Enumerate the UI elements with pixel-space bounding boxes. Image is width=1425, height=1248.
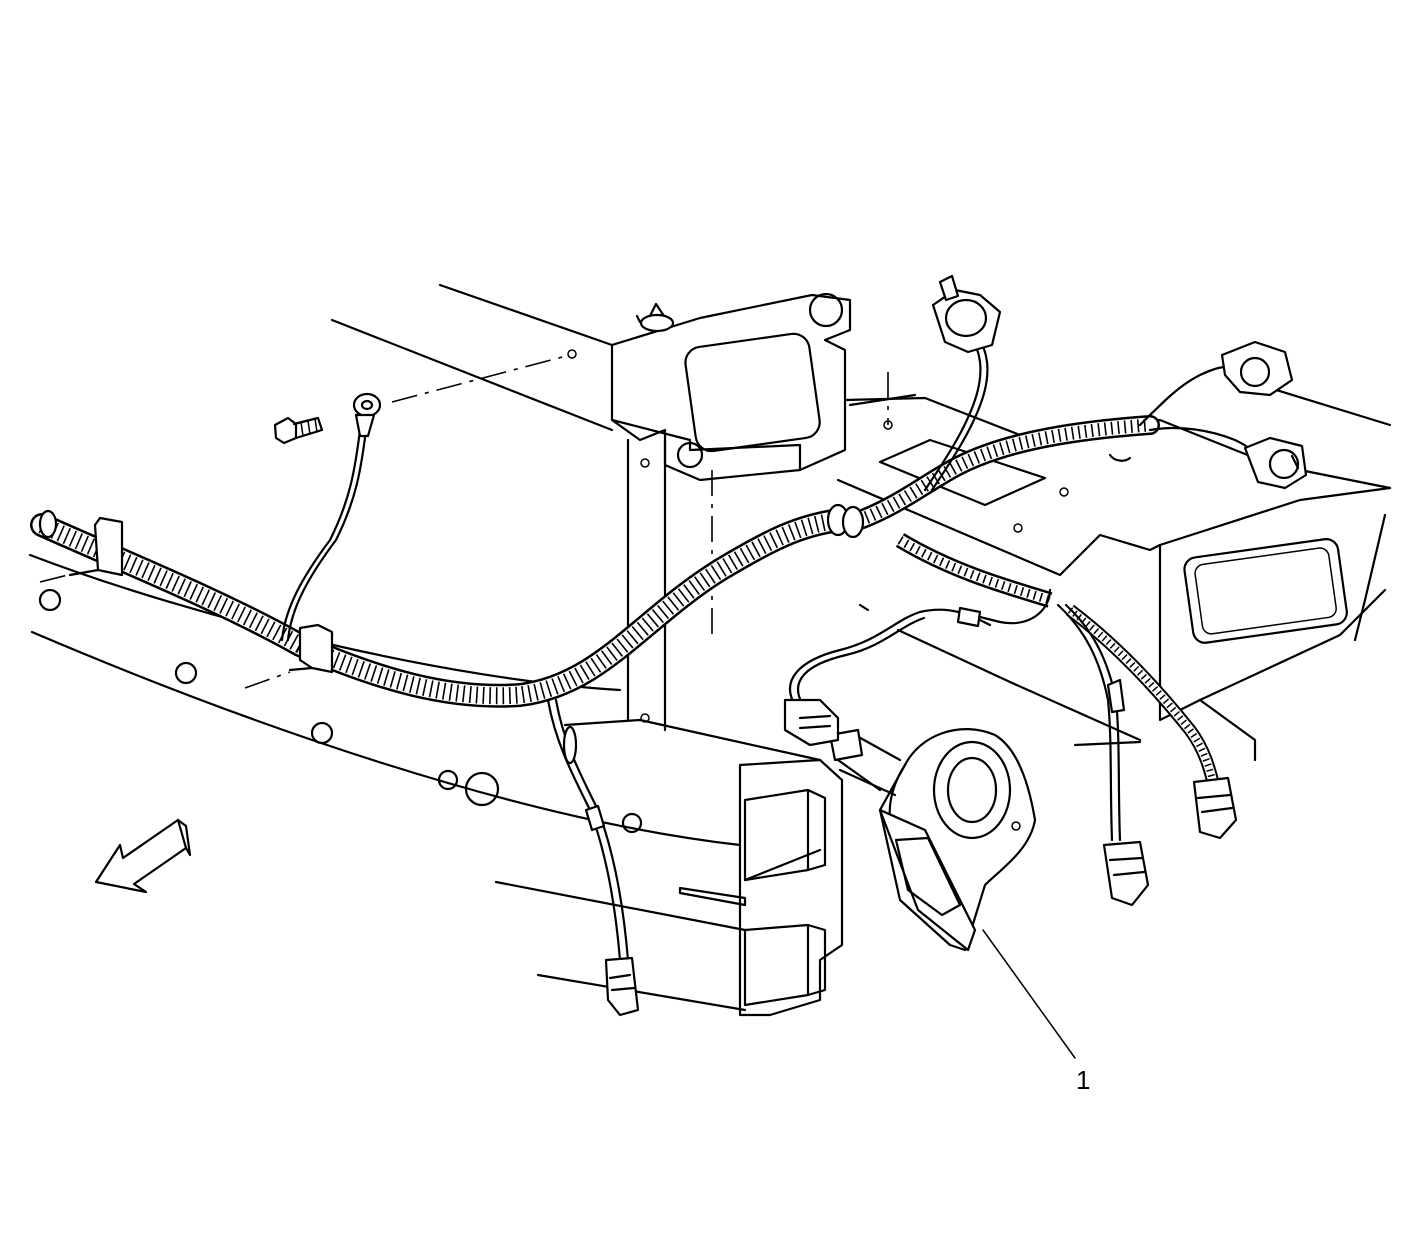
radiator-support bbox=[610, 292, 852, 732]
body-panel-lines bbox=[330, 283, 1392, 490]
ground-wire bbox=[280, 349, 577, 642]
horn bbox=[828, 728, 1037, 952]
ground-bolt-icon bbox=[273, 416, 324, 445]
wiring-harness bbox=[30, 415, 1222, 792]
lower-pigtail bbox=[546, 698, 640, 1017]
harness-clips bbox=[39, 516, 334, 689]
wing-nut-icon bbox=[635, 302, 675, 333]
bumper-bracket bbox=[494, 718, 844, 1017]
upper-connectors bbox=[923, 274, 1308, 492]
callout-1: 1 bbox=[982, 929, 1090, 1095]
bumper-reinforcement bbox=[28, 553, 742, 847]
front-direction-arrow-icon bbox=[94, 818, 192, 894]
right-connectors bbox=[1056, 603, 1238, 907]
horn-connector bbox=[783, 588, 1052, 747]
callout-1-label: 1 bbox=[1076, 1065, 1090, 1095]
